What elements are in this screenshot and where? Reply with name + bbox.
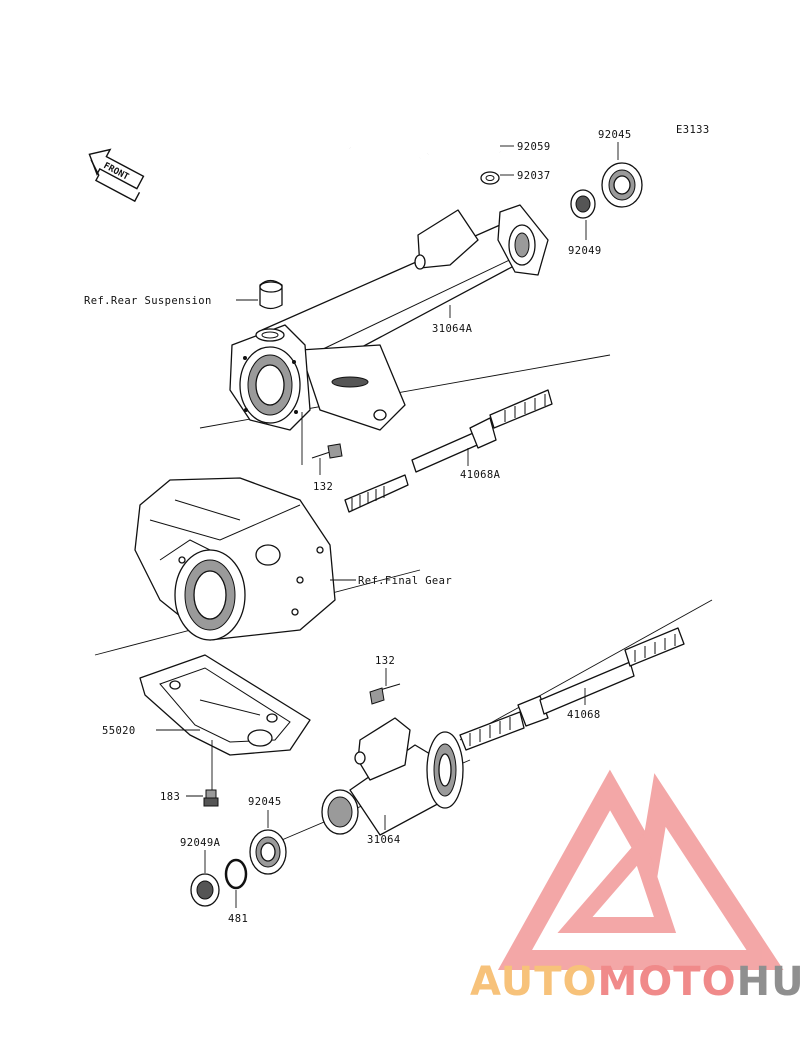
label-41068: 41068 — [567, 709, 601, 721]
label-92045-bottom: 92045 — [248, 796, 282, 808]
part-41068-shaft — [459, 599, 713, 751]
part-55020-bracket — [139, 654, 311, 756]
label-92059: 92059 — [517, 141, 551, 153]
label-31064A: 31064A — [432, 323, 473, 335]
label-92049A: 92049A — [180, 837, 221, 849]
part-92059-hose — [348, 128, 504, 163]
label-183: 183 — [160, 791, 180, 803]
label-55020: 55020 — [102, 725, 136, 737]
label-132-bottom: 132 — [375, 655, 395, 667]
part-92045-bearing-bottom — [249, 829, 287, 875]
watermark-logo — [497, 769, 784, 970]
watermark-auto: AUTO — [470, 959, 598, 1005]
label-ref-suspension: Ref.Rear Suspension — [84, 295, 212, 307]
label-92037: 92037 — [517, 170, 551, 182]
part-132-bolt-bottom — [369, 683, 401, 705]
part-183-bolt — [203, 789, 219, 807]
part-481-circlip — [224, 858, 248, 890]
part-31064A-housing — [199, 204, 611, 431]
axis-line-lower — [459, 599, 713, 741]
part-92045-bearing-top — [601, 162, 643, 208]
part-92049-seal-top — [570, 189, 596, 219]
watermark-moto: MOTO — [598, 959, 737, 1005]
label-31064: 31064 — [367, 834, 401, 846]
part-final-gear-housing — [94, 477, 421, 656]
part-92037-clip — [480, 171, 500, 185]
label-41068A: 41068A — [460, 469, 501, 481]
label-132-top: 132 — [313, 481, 333, 493]
watermark-hub: HUB — [737, 959, 800, 1005]
label-ref-final-gear: Ref.Final Gear — [358, 575, 452, 587]
front-arrow-icon: FRONT — [88, 148, 145, 203]
part-41068A-shaft — [344, 389, 553, 513]
part-suspension-bushing — [255, 279, 285, 342]
part-92049A-seal — [190, 873, 220, 907]
diagram-code: E3133 — [676, 124, 710, 136]
part-132-bolt-top — [311, 443, 343, 459]
watermark-brand: AUTOMOTOHUB — [470, 959, 800, 1005]
label-92045-top: 92045 — [598, 129, 632, 141]
part-31064-housing — [269, 717, 471, 846]
label-92049-top: 92049 — [568, 245, 602, 257]
label-481: 481 — [228, 913, 248, 925]
